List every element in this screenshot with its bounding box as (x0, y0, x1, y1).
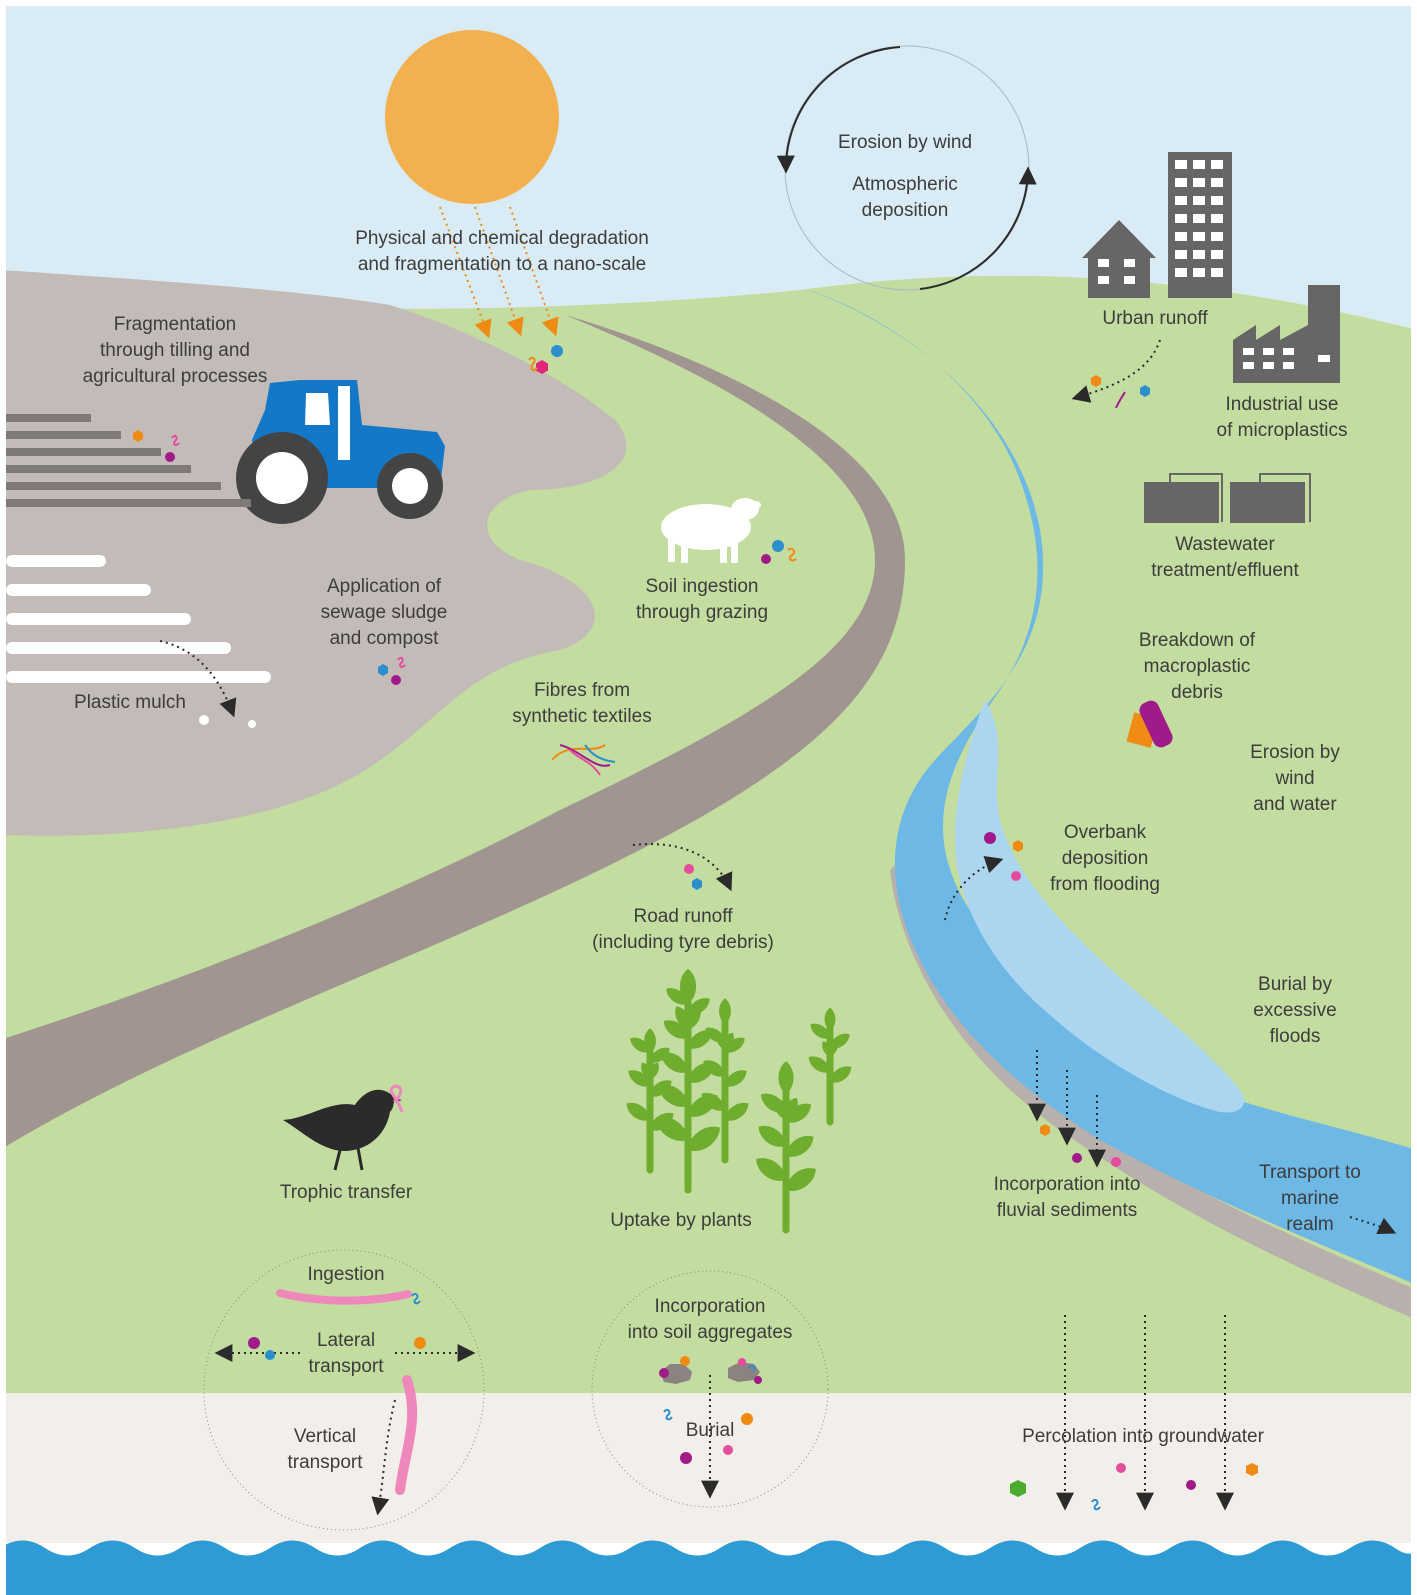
burial-label: Burial (685, 1420, 735, 1441)
wastewater-label: Wastewater treatment/effluent (1151, 534, 1299, 581)
overbank-shallow-water (955, 700, 1244, 1113)
urban-runoff-arrow (1071, 339, 1161, 409)
soil-aggregates-label: Incorporation into soil aggregates (627, 1296, 793, 1343)
aggregate-circle (591, 1270, 829, 1508)
field-particles (133, 430, 406, 685)
overbank-deposition-label: Overbank deposition from flooding (1050, 822, 1160, 895)
lateral-transport-label: Lateral transport (308, 1330, 384, 1377)
tractor-icon (236, 380, 445, 524)
uv-arrows (439, 206, 559, 339)
soil-aggregates (659, 1356, 762, 1499)
sheep-icon (661, 498, 761, 563)
atmospheric-deposition-label: Atmospheric deposition (852, 174, 958, 221)
sewage-sludge-label: Application of sewage sludge and compost (320, 576, 448, 649)
factory-icon (1233, 285, 1340, 383)
marine-realm-label: Transport to marine realm (1259, 1162, 1361, 1235)
vertical-transport-label: Vertical transport (287, 1426, 363, 1473)
urban-runoff-label: Urban runoff (1102, 308, 1208, 329)
soil-ingestion-grazing-label: Soil ingestion through grazing (635, 576, 769, 623)
erosion-wind-water-label: Erosion by wind and water (1250, 742, 1340, 815)
road-runoff-label: Road runoff (including tyre debris) (592, 906, 774, 953)
earthworm-vertical-icon (395, 1375, 418, 1495)
sediment-particles (1040, 1124, 1121, 1167)
percolation-arrows (1056, 1315, 1234, 1511)
fragmentation-label: Fragmentation through tilling and agricu… (82, 314, 268, 387)
sun-icon (385, 30, 559, 204)
erosion-by-wind-label: Erosion by wind (837, 132, 973, 153)
fluvial-sediments-label: Incorporation into fluvial sediments (993, 1174, 1141, 1221)
overbank-arrow (944, 832, 1023, 921)
trophic-transfer-label: Trophic transfer (279, 1182, 413, 1203)
river-bank (890, 860, 1411, 1318)
subsoil-layer (6, 1393, 1411, 1543)
earthworm-icon (276, 1289, 412, 1305)
industrial-use-label: Industrial use of microplastics (1216, 394, 1348, 441)
wind-cycle-icon (776, 45, 1037, 291)
degradation-label: Physical and chemical degradation and fr… (355, 228, 649, 275)
worm-in-beak (389, 1084, 404, 1113)
grazing-particles (761, 540, 797, 564)
wastewater-tank-icon (1144, 473, 1311, 523)
fauna-circle (203, 1249, 485, 1531)
house-icon (1082, 220, 1156, 298)
river (808, 290, 1411, 1283)
road-runoff-arrow (632, 843, 733, 892)
lateral-arrows (214, 1292, 476, 1516)
synthetic-fibres-label: Fibres from synthetic textiles (512, 680, 652, 727)
ingestion-label: Ingestion (307, 1264, 385, 1285)
fibres-icon (551, 744, 616, 776)
uptake-by-plants-label: Uptake by plants (610, 1210, 752, 1231)
groundwater (6, 1540, 1411, 1595)
agricultural-field (6, 270, 627, 836)
plastic-mulch-label: Plastic mulch (74, 692, 186, 713)
percolation-label: Percolation into groundwater (1022, 1426, 1264, 1447)
plastic-mulch-sheets (6, 555, 271, 683)
breakdown-macroplastic-label: Breakdown of macroplastic debris (1138, 630, 1256, 703)
nano-particles (528, 345, 563, 374)
groundwater-particles (1010, 1463, 1258, 1511)
sediment-arrows (1028, 1050, 1106, 1168)
plastic-bottle-icon (1126, 700, 1173, 748)
plough-furrows (6, 414, 251, 507)
skyscraper-icon (1168, 152, 1232, 298)
road (6, 315, 905, 1147)
plant-icon (622, 968, 855, 1234)
mulch-arrow (159, 640, 256, 728)
burial-floods-label: Burial by excessive floods (1253, 974, 1337, 1047)
